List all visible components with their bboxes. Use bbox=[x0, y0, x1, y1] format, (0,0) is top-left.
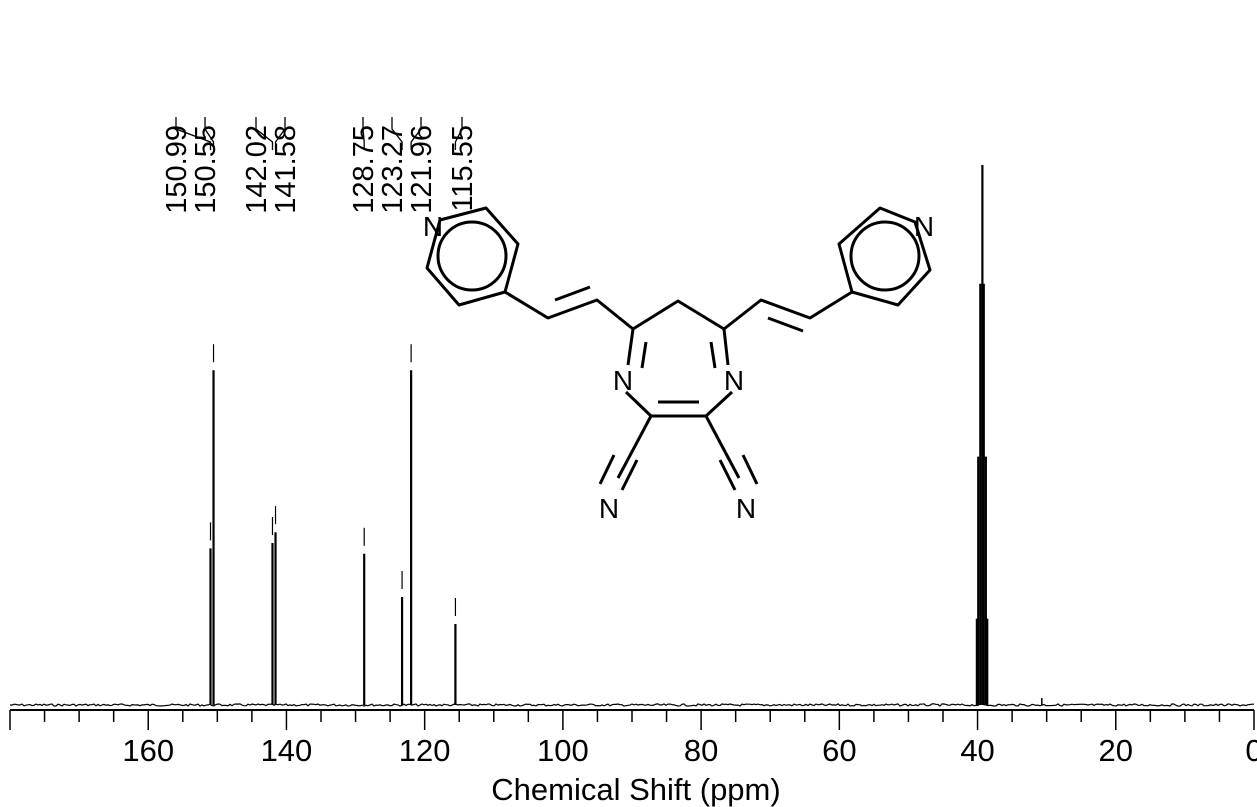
x-tick-label: 40 bbox=[960, 733, 994, 768]
left-nitrile-triple-2 bbox=[598, 454, 616, 485]
atom-n-nitrile-right: N bbox=[736, 493, 756, 524]
right-vinyl-bond bbox=[723, 290, 853, 331]
atom-n-ring-right: N bbox=[724, 365, 744, 396]
peak-label-leader bbox=[391, 117, 403, 150]
peak-label: 115.55 bbox=[447, 125, 479, 212]
peak-label-leader bbox=[255, 117, 274, 150]
ring-double-right bbox=[709, 341, 717, 369]
x-axis-label: Chemical Shift (ppm) bbox=[491, 772, 780, 807]
left-nitrile-bond bbox=[616, 415, 653, 479]
peak-label: 123.27 bbox=[377, 125, 409, 214]
x-tick-label: 0 bbox=[1245, 733, 1257, 768]
atom-n-left-pyridine: N bbox=[423, 211, 443, 242]
right-pyridine-ring bbox=[837, 206, 932, 307]
peak-label: 150.55 bbox=[190, 125, 222, 214]
x-tick-label: 100 bbox=[537, 733, 589, 768]
peak-label-leader bbox=[204, 117, 215, 150]
x-tick-label: 140 bbox=[261, 733, 313, 768]
right-nitrile-triple bbox=[718, 459, 737, 491]
spectrum-baseline bbox=[9, 703, 1254, 707]
peak-label-leader bbox=[410, 117, 422, 150]
peak-label: 121.96 bbox=[406, 125, 438, 214]
right-nitrile-bond bbox=[704, 415, 741, 479]
peak-label: 142.02 bbox=[241, 125, 273, 214]
left-nitrile-triple bbox=[620, 459, 639, 491]
atom-n-ring-left: N bbox=[613, 365, 633, 396]
ring-double-left bbox=[640, 341, 648, 369]
structure-atoms: N N N N N N bbox=[423, 211, 934, 524]
x-tick-label: 80 bbox=[684, 733, 718, 768]
peak-label-leader bbox=[274, 117, 286, 150]
atom-n-nitrile-left: N bbox=[599, 493, 619, 524]
peak-label: 150.99 bbox=[161, 125, 193, 214]
left-vinyl-bond bbox=[504, 290, 634, 331]
atom-n-right-pyridine: N bbox=[914, 211, 934, 242]
left-vinyl-double bbox=[554, 285, 591, 302]
right-vinyl-double bbox=[767, 316, 804, 333]
x-tick-label: 20 bbox=[1099, 733, 1133, 768]
right-nitrile-triple-2 bbox=[741, 454, 759, 485]
x-tick-label: 60 bbox=[822, 733, 856, 768]
peak-label-leader bbox=[362, 117, 365, 150]
peak-label: 141.58 bbox=[270, 125, 302, 214]
peak-label-leader bbox=[454, 117, 463, 150]
diazepine-ring bbox=[624, 299, 734, 418]
peak-label-leader bbox=[175, 117, 212, 150]
chemical-structure bbox=[425, 206, 932, 491]
x-tick-label: 120 bbox=[399, 733, 451, 768]
x-tick-label: 160 bbox=[122, 733, 174, 768]
